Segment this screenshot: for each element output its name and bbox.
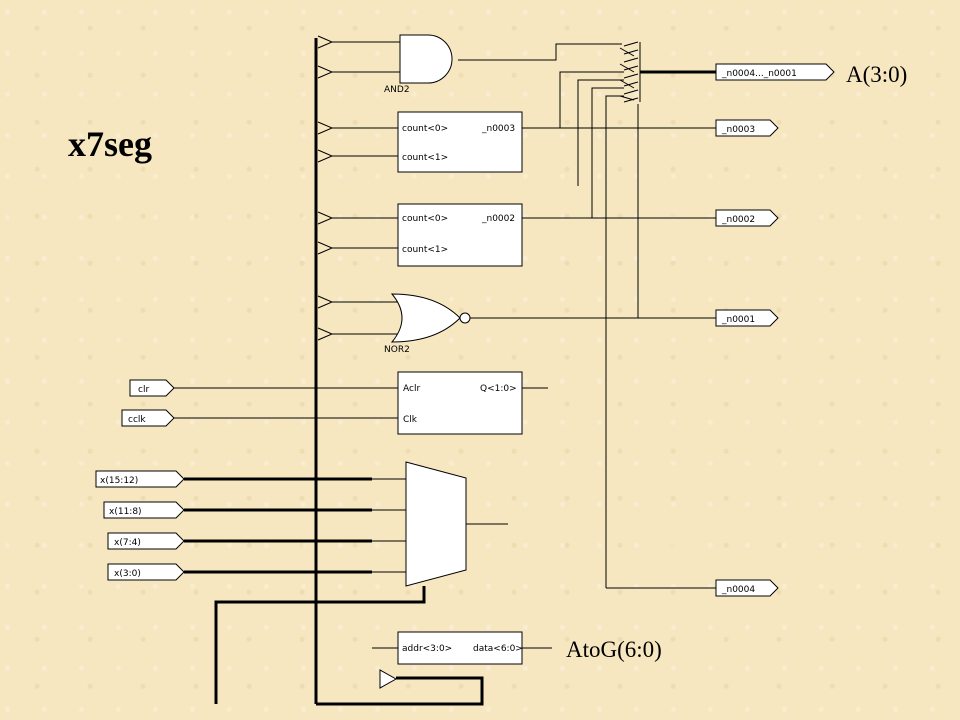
bus-rippers bbox=[317, 35, 334, 341]
comparator-n0002-block bbox=[397, 203, 523, 267]
mux-input-stubs bbox=[372, 478, 406, 573]
callout-a: A(3:0) bbox=[846, 62, 907, 87]
input-port-x7-4: x(7:4) bbox=[107, 532, 185, 550]
slide-title: x7seg bbox=[68, 124, 152, 164]
counter-in-clk: Clk bbox=[403, 415, 418, 425]
counter-out: Q<1:0> bbox=[480, 384, 517, 394]
svg-text:_n0004..._n0001: _n0004..._n0001 bbox=[721, 69, 797, 79]
svg-text:_n0001: _n0001 bbox=[721, 315, 755, 325]
feedback-arrow bbox=[379, 669, 398, 689]
output-port-n0004-n0001: _n0004..._n0001 bbox=[715, 63, 835, 81]
input-port-x15-12: x(15:12) bbox=[95, 470, 185, 488]
input-port-x11-8: x(11:8) bbox=[103, 501, 185, 519]
rom-out: data<6:0> bbox=[473, 644, 523, 654]
svg-text:x(11:8): x(11:8) bbox=[109, 507, 142, 517]
nor2-gate bbox=[390, 293, 461, 343]
cmp-n0002-out: _n0002 bbox=[481, 214, 515, 224]
counter-in-aclr: Aclr bbox=[403, 384, 420, 394]
input-port-clr: clr bbox=[129, 379, 175, 397]
output-port-n0004: _n0004 bbox=[715, 579, 779, 597]
cmp-n0002-in0: count<0> bbox=[402, 214, 448, 224]
nor2-bubble bbox=[459, 312, 471, 324]
mux-select-bus bbox=[214, 586, 426, 704]
cmp-n0003-out: _n0003 bbox=[481, 124, 515, 134]
ripper-stubs bbox=[332, 41, 400, 335]
and2-label: AND2 bbox=[384, 85, 410, 95]
comparator-n0003-block bbox=[397, 111, 523, 173]
svg-text:_n0004: _n0004 bbox=[721, 585, 755, 595]
nor2-label: NOR2 bbox=[384, 345, 410, 355]
output-port-n0003: _n0003 bbox=[715, 119, 779, 137]
routing-wires bbox=[470, 71, 716, 589]
svg-text:_n0002: _n0002 bbox=[721, 215, 755, 225]
rom-block bbox=[397, 631, 523, 665]
svg-text:x(3:0): x(3:0) bbox=[114, 569, 141, 579]
counter-block bbox=[397, 371, 523, 435]
and2-output-wire bbox=[458, 43, 622, 61]
cmp-n0002-in1: count<1> bbox=[402, 245, 448, 255]
rom-in: addr<3:0> bbox=[402, 644, 452, 654]
svg-text:clr: clr bbox=[138, 385, 149, 395]
output-port-n0001: _n0001 bbox=[715, 309, 779, 327]
svg-text:x(7:4): x(7:4) bbox=[114, 538, 141, 548]
cmp-n0003-in1: count<1> bbox=[402, 153, 448, 163]
svg-text:x(15:12): x(15:12) bbox=[100, 476, 138, 486]
callout-atog: AtoG(6:0) bbox=[566, 637, 662, 662]
cmp-n0003-in0: count<0> bbox=[402, 124, 448, 134]
multiplexer bbox=[405, 461, 467, 587]
svg-text:cclk: cclk bbox=[128, 415, 146, 425]
output-port-n0002: _n0002 bbox=[715, 209, 779, 227]
input-port-x3-0: x(3:0) bbox=[107, 563, 185, 581]
and2-gate bbox=[399, 34, 453, 84]
input-port-cclk: cclk bbox=[121, 409, 175, 427]
svg-text:_n0003: _n0003 bbox=[721, 125, 755, 135]
feedback-bus bbox=[316, 676, 484, 706]
